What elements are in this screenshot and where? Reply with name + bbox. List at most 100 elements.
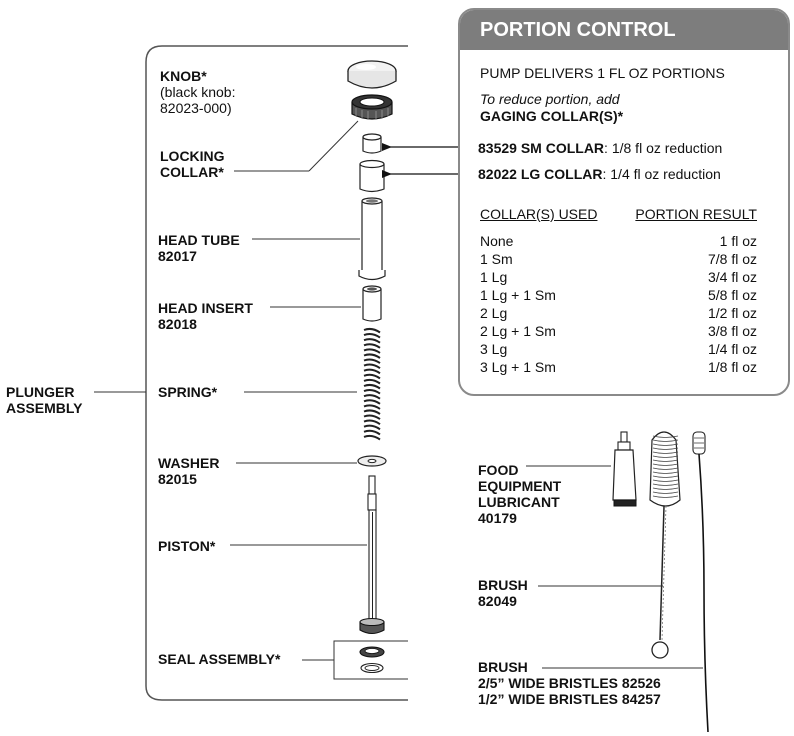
row-collars: 3 Lg + 1 Sm — [480, 359, 556, 375]
washer-label: WASHER 82015 — [158, 455, 219, 487]
bristle-stroke — [652, 487, 679, 490]
seal-assembly-label: SEAL ASSEMBLY* — [158, 651, 281, 667]
bristle-stroke — [652, 483, 679, 486]
lubricant-line1: FOOD — [478, 462, 519, 478]
knob-note-line2: 82023-000) — [160, 100, 232, 116]
seal-ring-part — [359, 646, 385, 674]
table-header: COLLAR(S) USED PORTION RESULT — [480, 205, 757, 223]
bristle-stroke — [652, 451, 679, 454]
knob-note-line1: (black knob: — [160, 84, 236, 100]
plunger-assembly-line2: ASSEMBLY — [6, 400, 83, 416]
bristle-stroke — [652, 455, 679, 458]
gaging-collar-text: GAGING COLLAR(S)* — [480, 108, 624, 124]
head-insert-label: HEAD INSERT 82018 — [158, 300, 253, 332]
row-result: 1/2 fl oz — [707, 305, 757, 321]
row-result: 3/4 fl oz — [707, 269, 757, 285]
delivers-text: PUMP DELIVERS 1 FL OZ PORTIONS — [480, 65, 725, 81]
lubricant-number: 40179 — [478, 510, 517, 526]
table-row: 2 Lg 1/2 fl oz — [480, 304, 757, 322]
large-collar-part — [359, 159, 385, 193]
sm-collar-name: 83529 SM COLLAR — [478, 140, 605, 156]
head-insert-part — [362, 285, 382, 322]
table-row: 1 Lg 3/4 fl oz — [480, 268, 757, 286]
brush-title: BRUSH — [478, 577, 528, 593]
row-result: 1/8 fl oz — [707, 359, 757, 375]
long-brush-part — [692, 431, 709, 733]
bristle-stroke — [652, 467, 679, 470]
spring-coils — [363, 327, 381, 441]
bristle-stroke — [652, 447, 679, 450]
bristle-stroke — [652, 435, 679, 438]
row-collars: 3 Lg — [480, 341, 508, 357]
knob-part — [347, 60, 397, 89]
piston-label: PISTON* — [158, 538, 216, 554]
table-row: 1 Sm 7/8 fl oz — [480, 250, 757, 268]
brush-wide-title: BRUSH — [478, 659, 528, 675]
header-collars-used: COLLAR(S) USED — [480, 206, 598, 222]
small-collar-part — [362, 133, 382, 154]
assembly-bracket — [145, 45, 408, 701]
bristle-stroke — [652, 459, 679, 462]
row-result: 7/8 fl oz — [707, 251, 757, 267]
row-collars: 1 Lg + 1 Sm — [480, 287, 556, 303]
piston-part — [359, 475, 385, 635]
brush-82049-part — [649, 431, 681, 659]
row-collars: 1 Lg — [480, 269, 508, 285]
row-collars: 2 Lg + 1 Sm — [480, 323, 556, 339]
bristle-stroke — [652, 463, 679, 466]
row-result: 1/4 fl oz — [707, 341, 757, 357]
sm-collar-desc: : 1/8 fl oz reduction — [604, 140, 723, 156]
washer-number: 82015 — [158, 471, 197, 487]
brush-wide-line3: 1/2” WIDE BRISTLES 84257 — [478, 691, 661, 707]
reduce-note: To reduce portion, add — [480, 91, 620, 107]
head-tube-number: 82017 — [158, 248, 197, 264]
locking-collar-part — [351, 94, 393, 120]
washer-title: WASHER — [158, 455, 220, 471]
sm-collar-line: 83529 SM COLLAR: 1/8 fl oz reduction — [478, 139, 722, 157]
row-collars: 1 Sm — [480, 251, 513, 267]
plunger-assembly-line1: PLUNGER — [6, 384, 75, 400]
row-collars: 2 Lg — [480, 305, 508, 321]
locking-collar-line1: LOCKING — [160, 148, 225, 164]
row-collars: None — [480, 233, 514, 249]
row-result: 1 fl oz — [719, 233, 757, 249]
row-result: 3/8 fl oz — [707, 323, 757, 339]
lg-collar-name: 82022 LG COLLAR — [478, 166, 603, 182]
head-tube-label: HEAD TUBE 82017 — [158, 232, 240, 264]
head-tube-title: HEAD TUBE — [158, 232, 240, 248]
table-row: None 1 fl oz — [480, 232, 757, 250]
bristle-stroke — [652, 471, 679, 474]
table-row: 1 Lg + 1 Sm 5/8 fl oz — [480, 286, 757, 304]
bristle-stroke — [652, 439, 679, 442]
washer-part — [357, 455, 387, 467]
header-portion-result: PORTION RESULT — [635, 206, 757, 222]
head-tube-part — [358, 197, 386, 281]
bristle-stroke — [652, 479, 679, 482]
locking-collar-label: LOCKING COLLAR* — [160, 148, 225, 180]
brush-number: 82049 — [478, 593, 517, 609]
spring-label: SPRING* — [158, 384, 218, 400]
head-insert-number: 82018 — [158, 316, 197, 332]
table-row: 2 Lg + 1 Sm 3/8 fl oz — [480, 322, 757, 340]
lubricant-label: FOOD EQUIPMENT LUBRICANT 40179 — [478, 462, 561, 526]
lubricant-line3: LUBRICANT — [478, 494, 560, 510]
portion-control-panel: PORTION CONTROL PUMP DELIVERS 1 FL OZ PO… — [458, 8, 790, 396]
bristle-stroke — [652, 443, 679, 446]
lg-collar-desc: : 1/4 fl oz reduction — [602, 166, 721, 182]
spring-part — [363, 327, 381, 441]
brush-wide-label: BRUSH 2/5” WIDE BRISTLES 82526 1/2” WIDE… — [478, 659, 661, 707]
row-result: 5/8 fl oz — [707, 287, 757, 303]
head-insert-title: HEAD INSERT — [158, 300, 253, 316]
bristle-stroke — [652, 495, 679, 498]
lubricant-tube-part — [612, 431, 637, 507]
knob-title: KNOB* — [160, 68, 207, 84]
table-row: 3 Lg + 1 Sm 1/8 fl oz — [480, 358, 757, 376]
knob-label: KNOB* (black knob: 82023-000) — [160, 68, 235, 116]
portion-control-title: PORTION CONTROL — [460, 10, 788, 50]
brush-label: BRUSH 82049 — [478, 577, 528, 609]
lubricant-line2: EQUIPMENT — [478, 478, 562, 494]
lg-collar-line: 82022 LG COLLAR: 1/4 fl oz reduction — [478, 165, 721, 183]
bristle-stroke — [652, 491, 679, 494]
bristle-stroke — [652, 475, 679, 478]
